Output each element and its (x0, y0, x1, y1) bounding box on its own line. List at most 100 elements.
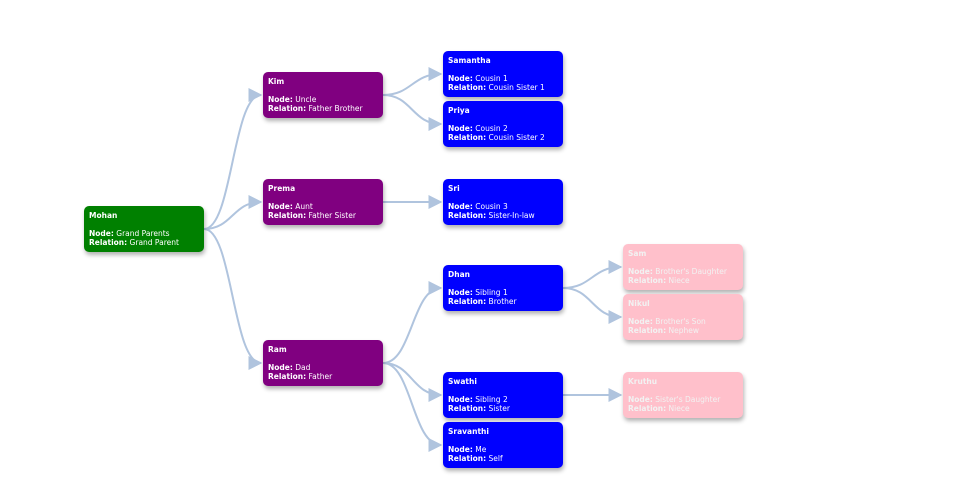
link-kim-samantha (382, 67, 443, 96)
node-relation-value: Niece (668, 404, 690, 413)
node-key-label: Node: (628, 395, 653, 404)
node-type-value: Sibling 1 (475, 288, 508, 297)
node-relation-line: Relation: Father Sister (268, 211, 378, 220)
node-name: Kim (268, 77, 285, 86)
relation-key-label: Relation: (268, 372, 307, 381)
relation-key-label: Relation: (628, 326, 667, 335)
node-type-line: Node: Sister's Daughter (628, 395, 738, 404)
node-relation-value: Cousin Sister 1 (488, 83, 545, 92)
link-mohan-ram (203, 228, 263, 370)
node-type-value: Sibling 2 (475, 395, 508, 404)
node-key-label: Node: (448, 395, 473, 404)
node-type-value: Uncle (295, 95, 317, 104)
node-key-label: Node: (89, 229, 114, 238)
relation-key-label: Relation: (448, 404, 487, 413)
node-key-label: Node: (448, 74, 473, 83)
node-key-label: Node: (448, 202, 473, 211)
node-type-value: Brother's Son (655, 317, 706, 326)
node-type-line: Node: Sibling 1 (448, 288, 558, 297)
node-type-value: Cousin 1 (475, 74, 508, 83)
link-mohan-prema (203, 195, 263, 230)
node-type-line: Node: Cousin 2 (448, 124, 558, 133)
node-type-line: Node: Uncle (268, 95, 378, 104)
relation-key-label: Relation: (448, 133, 487, 142)
node-type-line: Node: Me (448, 445, 558, 454)
node-relation-line: Relation: Grand Parent (89, 238, 199, 247)
node-name: Sam (628, 249, 647, 258)
node-key-label: Node: (448, 124, 473, 133)
node-relation-line: Relation: Sister (448, 404, 558, 413)
node-relation-line: Relation: Cousin Sister 2 (448, 133, 558, 142)
node-relation-line: Relation: Cousin Sister 1 (448, 83, 558, 92)
node-relation-line: Relation: Nephew (628, 326, 738, 335)
node-relation-line: Relation: Sister-In-law (448, 211, 558, 220)
node-name: Nikul (628, 299, 650, 308)
node-name: Sravanthi (448, 427, 489, 436)
node-relation-value: Cousin Sister 2 (488, 133, 545, 142)
node-type-line: Node: Grand Parents (89, 229, 199, 238)
node-type-line: Node: Dad (268, 363, 378, 372)
relation-key-label: Relation: (89, 238, 128, 247)
node-type-value: Cousin 3 (475, 202, 508, 211)
node-name: Ram (268, 345, 287, 354)
node-relation-line: Relation: Niece (628, 276, 738, 285)
node-relation-line: Relation: Self (448, 454, 558, 463)
node-relation-line: Relation: Niece (628, 404, 738, 413)
node-key-label: Node: (268, 363, 293, 372)
link-ram-swathi (382, 362, 443, 402)
node-relation-value: Sister (488, 404, 510, 413)
relation-key-label: Relation: (268, 104, 307, 113)
node-type-line: Node: Cousin 3 (448, 202, 558, 211)
node-key-label: Node: (448, 445, 473, 454)
relation-key-label: Relation: (628, 404, 667, 413)
relation-key-label: Relation: (448, 454, 487, 463)
node-key-label: Node: (268, 95, 293, 104)
node-type-line: Node: Aunt (268, 202, 378, 211)
node-name: Dhan (448, 270, 470, 279)
node-type-line: Node: Brother's Son (628, 317, 738, 326)
node-relation-value: Grand Parent (129, 238, 179, 247)
relation-key-label: Relation: (268, 211, 307, 220)
link-kim-priya (382, 94, 443, 131)
node-name: Prema (268, 184, 296, 193)
relation-key-label: Relation: (448, 297, 487, 306)
node-key-label: Node: (268, 202, 293, 211)
node-type-value: Dad (295, 363, 311, 372)
node-relation-value: Sister-In-law (488, 211, 535, 220)
node-relation-line: Relation: Brother (448, 297, 558, 306)
link-ram-dhan (382, 281, 443, 364)
node-key-label: Node: (448, 288, 473, 297)
node-type-value: Aunt (295, 202, 313, 211)
node-type-value: Brother's Daughter (655, 267, 727, 276)
link-dhan-nikul (562, 287, 623, 324)
node-type-value: Me (475, 445, 487, 454)
node-name: Samantha (448, 56, 491, 65)
link-ram-sravanthi (382, 362, 443, 452)
node-relation-value: Niece (668, 276, 690, 285)
relation-key-label: Relation: (628, 276, 667, 285)
node-key-label: Node: (628, 317, 653, 326)
node-name: Sri (448, 184, 460, 193)
node-relation-value: Brother (488, 297, 517, 306)
node-relation-line: Relation: Father Brother (268, 104, 378, 113)
node-type-value: Cousin 2 (475, 124, 508, 133)
node-name: Priya (448, 106, 470, 115)
node-name: Mohan (89, 211, 118, 220)
node-name: Kruthu (628, 377, 658, 386)
node-relation-value: Nephew (668, 326, 700, 335)
